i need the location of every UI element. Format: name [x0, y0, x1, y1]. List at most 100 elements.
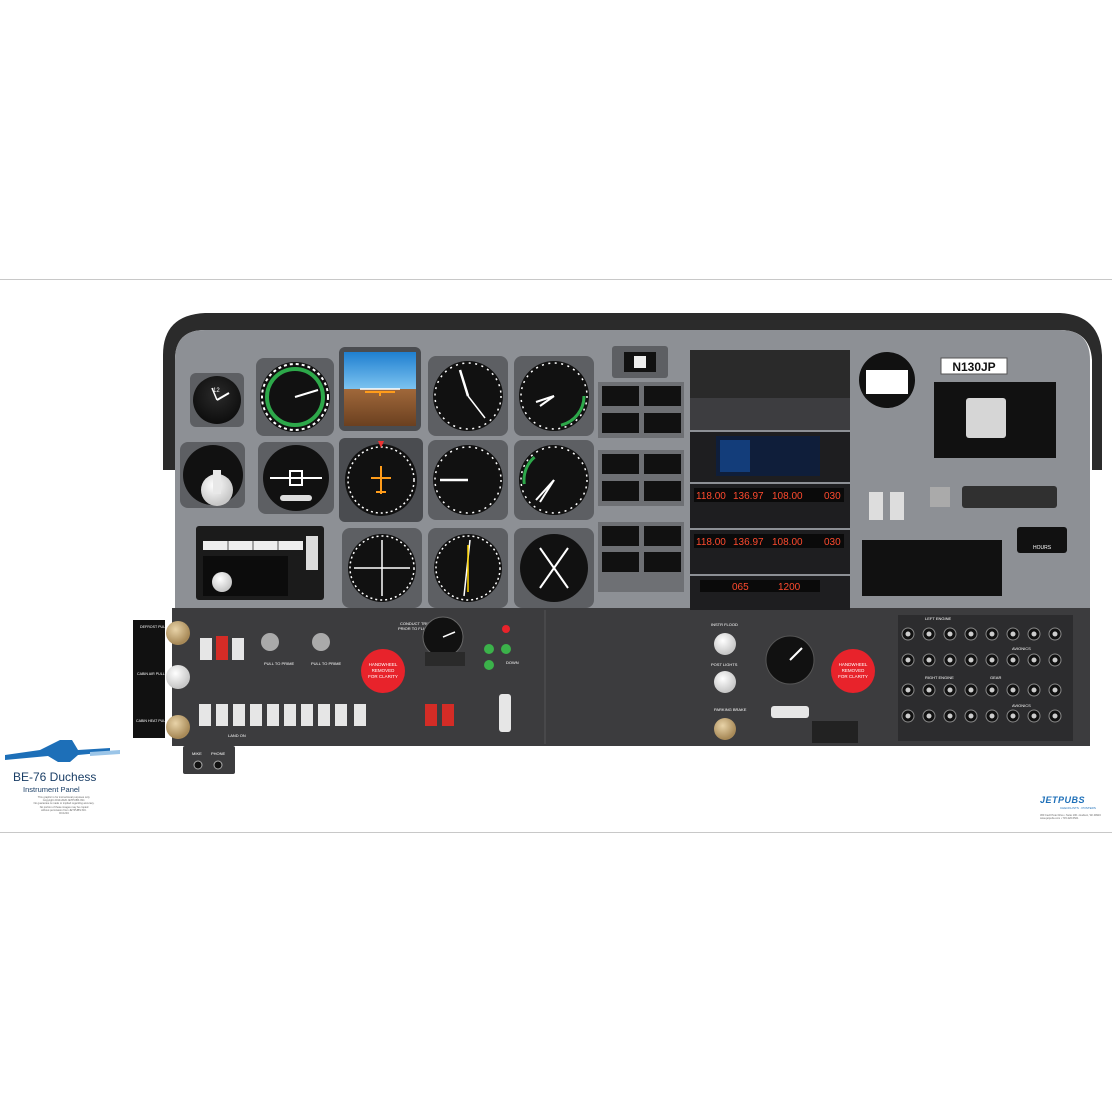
instrument-air-gauge [422, 616, 465, 666]
circuit-breaker-button [989, 687, 995, 693]
circuit-breaker-button [947, 687, 953, 693]
manifold-pressure-gauge [514, 356, 594, 436]
cb-header-avionics: AVIONICS [1012, 646, 1031, 651]
com1-standby: 136.97 [733, 491, 764, 502]
turn-coordinator [258, 442, 334, 514]
cabin-heat-label: CABIN HEAT PULL INCREASE [136, 719, 187, 723]
circuit-breaker-button [989, 713, 995, 719]
fine-print-line: DC1234 [59, 812, 69, 816]
brand-address: 360 Cecil Pete Drive • Suite 100 • Hudso… [1040, 814, 1101, 821]
master-switch-battery[interactable] [216, 636, 228, 660]
warning-right-line3: FOR CLARITY [838, 674, 868, 679]
document-subtitle: Instrument Panel [23, 785, 80, 794]
circuit-breaker-button [905, 687, 911, 693]
post-lights-knob[interactable] [714, 671, 736, 693]
tachometer [514, 440, 594, 520]
tail-number-plate [940, 357, 1008, 375]
magneto-switches [261, 633, 330, 651]
transponder-code: 1200 [778, 582, 801, 593]
master-switch-left-alt[interactable] [200, 638, 212, 660]
airspeed-indicator [256, 358, 334, 436]
tail-number: N130JP [952, 360, 995, 374]
circuit-breaker-button [947, 631, 953, 637]
placard-gauge [859, 352, 915, 408]
circuit-breaker-button [926, 631, 932, 637]
fine-print-line: This graphic is for instructional purpos… [37, 796, 91, 799]
hobbs-label: HOURS [1033, 545, 1052, 551]
fuel-switch-1[interactable] [869, 492, 883, 520]
cabin-heat-knob[interactable] [166, 715, 190, 739]
nav1-active: 108.00 [772, 491, 803, 502]
circuit-breaker-button [1010, 687, 1016, 693]
circuit-breaker-button [1031, 631, 1037, 637]
phone-jack-icon[interactable] [213, 760, 223, 770]
circuit-breaker-button [968, 713, 974, 719]
circuit-breaker-button [968, 657, 974, 663]
pitch-trim-box [812, 721, 858, 743]
address-line: 360 Cecil Pete Drive • Suite 100 • Hudso… [1040, 814, 1101, 817]
vertical-speed-indicator [428, 440, 508, 520]
cabin-air-knob[interactable] [166, 665, 190, 689]
cb-header-avionics-2: AVIONICS [1012, 703, 1031, 708]
hobbs-meter [1017, 527, 1067, 553]
aux-fuel-pump-right[interactable] [442, 704, 454, 726]
warning-left-line3: FOR CLARITY [368, 674, 398, 679]
handwheel-warning-left [361, 649, 405, 693]
nav2-active: 108.00 [772, 537, 803, 548]
heading-indicator [339, 438, 423, 522]
circuit-breaker-button [1052, 657, 1058, 663]
nav1-obs: 030 [824, 491, 841, 502]
avionics-stack [690, 350, 850, 610]
right-magneto-label: PULL TO PRIME [311, 661, 341, 666]
fine-print-line: No portion of these images may be copied [39, 805, 89, 809]
circuit-breaker-button [989, 657, 995, 663]
parking-brake-knob[interactable] [714, 718, 736, 740]
transponder-altitude: 065 [732, 582, 749, 593]
document-title: BE-76 Duchess [13, 770, 97, 784]
fuel-switch-2[interactable] [890, 492, 904, 520]
gear-handle[interactable] [499, 694, 511, 732]
left-magneto-label: PULL TO PRIME [264, 661, 294, 666]
warning-left-line1: HANDWHEEL [369, 662, 398, 667]
brand-logo[interactable]: JETPUBS [1040, 795, 1086, 805]
vor-indicator-1 [342, 528, 422, 608]
circuit-breaker-button [968, 687, 974, 693]
cb-header-left-engine: LEFT ENGINE [925, 616, 951, 621]
circuit-breaker-button [1052, 631, 1058, 637]
instrument-flood-knob[interactable] [714, 633, 736, 655]
aux-fuel-pump-left[interactable] [425, 704, 437, 726]
mike-jack-icon[interactable] [193, 760, 203, 770]
gear-indicator-lights [484, 625, 511, 670]
fine-print: This graphic is for instructional purpos… [27, 796, 101, 815]
svg-text:12: 12 [213, 388, 220, 394]
com2-standby: 136.97 [733, 537, 764, 548]
cb-header-gear: GEAR [990, 675, 1001, 680]
blank-panel-1 [862, 540, 1002, 596]
bottom-rule [0, 832, 1112, 833]
circuit-breaker-button [989, 631, 995, 637]
fine-print-line: No guarantee is made or implied regardin… [33, 802, 95, 806]
circuit-breaker-button [905, 631, 911, 637]
circuit-breaker-button [926, 657, 932, 663]
circuit-breaker-button [1031, 687, 1037, 693]
address-line: www.jetpubs.com • 715.220.6521 [1040, 817, 1079, 821]
circuit-breaker-button [926, 713, 932, 719]
lights-caption: LAND ON [228, 733, 246, 738]
mic-phone-jack-box [183, 746, 235, 774]
master-switch-right-alt[interactable] [232, 638, 244, 660]
circuit-breaker-button [1031, 713, 1037, 719]
top-rule [0, 279, 1112, 280]
circuit-breaker-button [947, 657, 953, 663]
suction-gauge [180, 442, 245, 508]
lighter-socket[interactable] [930, 487, 950, 507]
defrost-knob[interactable] [166, 621, 190, 645]
com1-active: 118.00 [696, 491, 726, 502]
circuit-breaker-button [905, 713, 911, 719]
circuit-breaker-button [905, 657, 911, 663]
egt-gauge [514, 528, 594, 608]
blower-switch[interactable] [354, 704, 366, 726]
circuit-breaker-button [926, 687, 932, 693]
flaps-handle[interactable] [771, 706, 809, 718]
cb-header-right-engine: RIGHT ENGINE [925, 675, 954, 680]
